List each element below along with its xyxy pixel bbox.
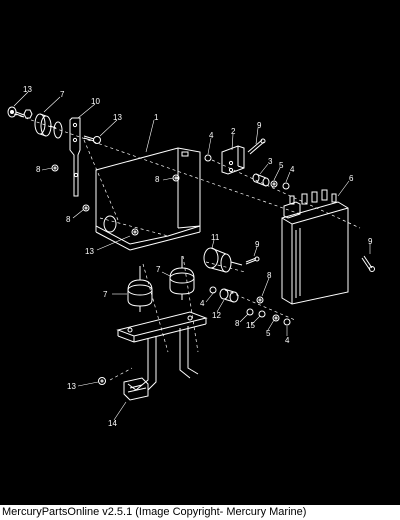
- callout-14: 14: [108, 419, 117, 428]
- part-6-module: [282, 190, 348, 304]
- part-8-washers: [52, 165, 179, 211]
- callout-15: 15: [246, 321, 255, 330]
- callout-13: 13: [113, 113, 122, 122]
- callout-4: 4: [290, 165, 295, 174]
- callout-8: 8: [267, 271, 272, 280]
- callout-8: 8: [36, 165, 41, 174]
- assembly-axis-lines: [14, 114, 360, 380]
- callout-9: 9: [255, 240, 260, 249]
- part-1-main-bracket: [96, 148, 200, 250]
- callout-10: 10: [91, 97, 100, 106]
- part-13-bolt-d: [99, 378, 106, 385]
- callout-13: 13: [23, 85, 32, 94]
- callout-7: 7: [103, 290, 108, 299]
- part-12-spacer: [220, 289, 238, 302]
- part-13-bolt: [8, 107, 24, 117]
- part-10-strap-bracket: [70, 118, 80, 196]
- callout-8: 8: [235, 319, 240, 328]
- callout-6: 6: [349, 174, 354, 183]
- callout-13: 13: [85, 247, 94, 256]
- copyright-footer: MercuryPartsOnline v2.5.1 (Image Copyrig…: [0, 505, 400, 520]
- callout-2: 2: [231, 127, 236, 136]
- callout-8: 8: [155, 175, 160, 184]
- callout-1: 1: [154, 113, 159, 122]
- callout-4: 4: [209, 131, 214, 140]
- callout-5: 5: [266, 329, 271, 338]
- part-13-bolt-b: [84, 136, 101, 144]
- callout-labels: 13 7 10 13 1 8 8 8 4 2 9 3 5 4 6 9 11 9 …: [23, 85, 373, 428]
- part-7-lower-mounts: [128, 256, 194, 312]
- part-2-clamp-bracket: [222, 146, 244, 174]
- callout-13: 13: [67, 382, 76, 391]
- callout-3: 3: [268, 157, 273, 166]
- callout-leaders: [14, 92, 370, 420]
- callout-11: 11: [211, 233, 220, 242]
- callout-9: 9: [257, 121, 262, 130]
- callout-5: 5: [279, 161, 284, 170]
- part-8-15-5-hardware: [247, 297, 279, 321]
- part-11-cylinder: [204, 248, 242, 272]
- part-9-screws: [246, 139, 375, 272]
- part-3-bushing: [253, 174, 277, 187]
- callout-12: 12: [212, 311, 221, 320]
- part-7-upper-mount: [24, 110, 62, 138]
- footer-text: MercuryPartsOnline v2.5.1 (Image Copyrig…: [2, 506, 307, 518]
- callout-7: 7: [60, 90, 65, 99]
- callout-4: 4: [285, 336, 290, 345]
- callout-9: 9: [368, 237, 373, 246]
- callout-4: 4: [200, 299, 205, 308]
- part-14-base-stand: [118, 312, 206, 400]
- exploded-parts-diagram: 13 7 10 13 1 8 8 8 4 2 9 3 5 4 6 9 11 9 …: [0, 85, 400, 428]
- callout-8: 8: [66, 215, 71, 224]
- callout-7: 7: [156, 265, 161, 274]
